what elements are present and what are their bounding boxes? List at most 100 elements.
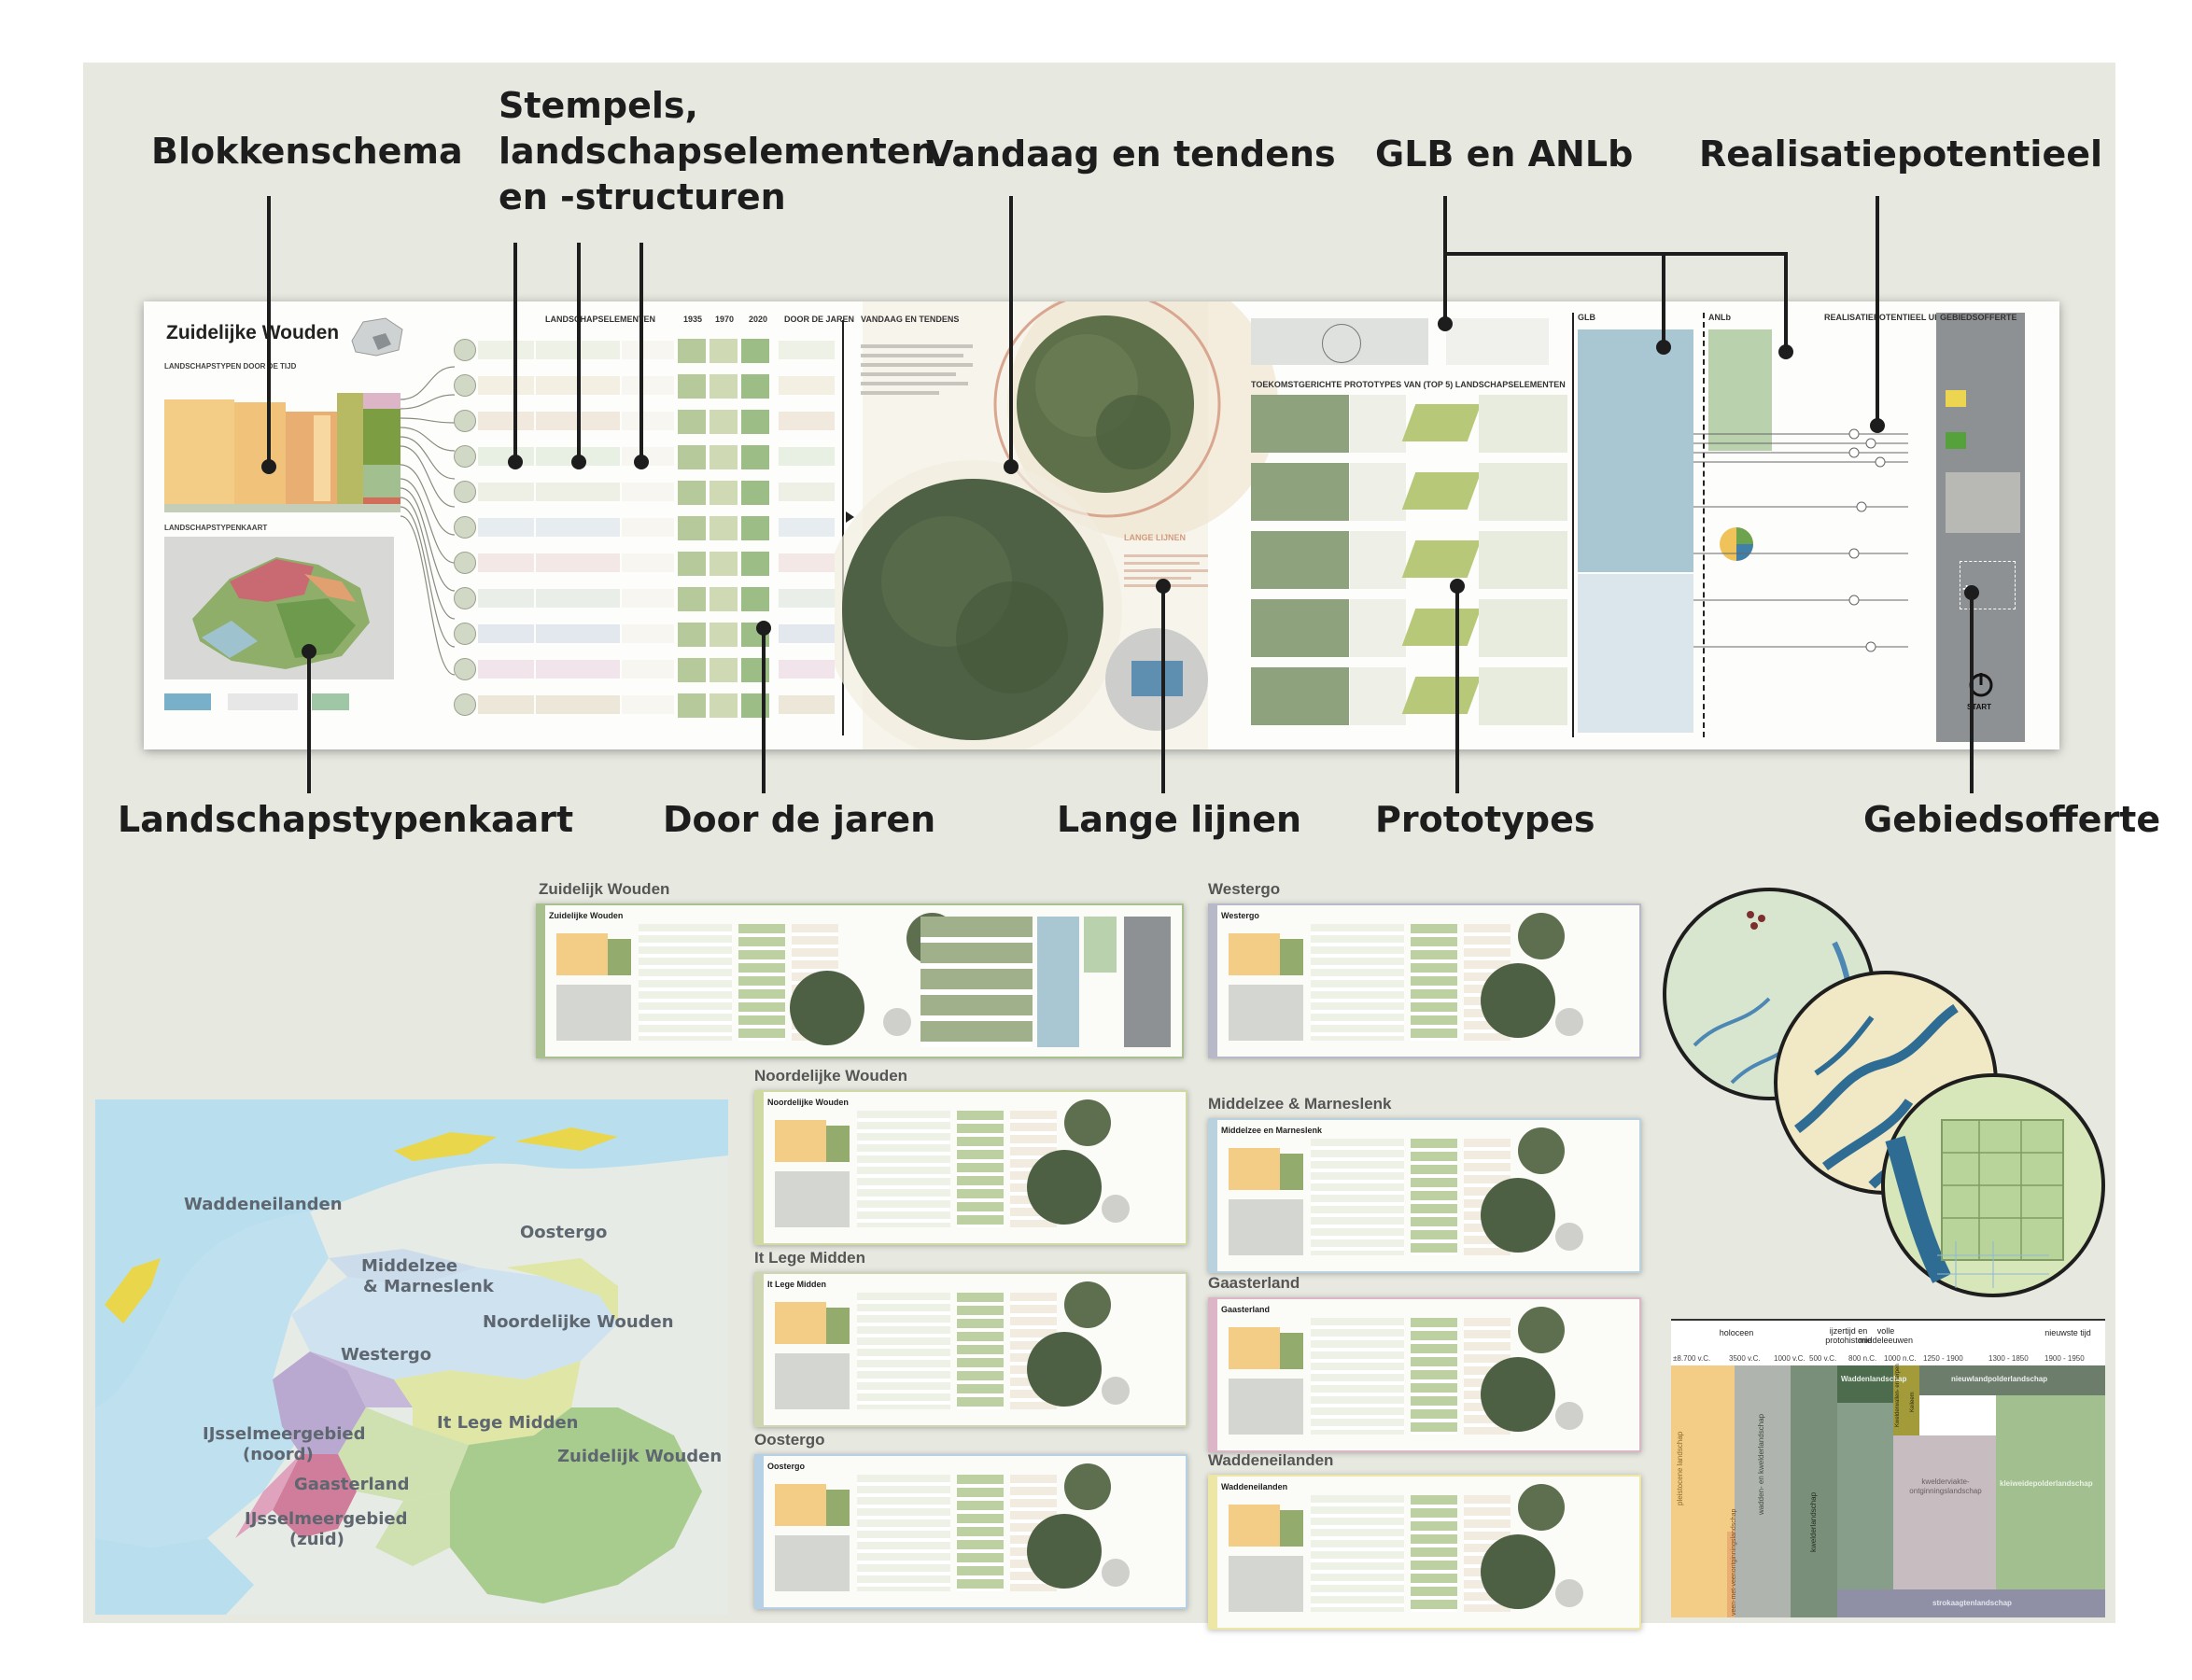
mini-poster[interactable]: It Lege Midden [754,1272,1187,1427]
mini-poster-title: Waddeneilanden [1221,1482,1288,1491]
period-middeleeuwen: volle middeleeuwen [1858,1326,1914,1345]
block-ontginning [363,409,400,465]
map-label-ijsselmeer-zuid-2: (zuid) [289,1530,344,1549]
poster-title: Zuidelijke Wouden [166,322,340,343]
date-2: 1000 v.C. [1774,1354,1806,1363]
map-label-ijsselmeer-zuid-1: IJsselmeergebied [245,1509,408,1529]
mini-poster[interactable]: Gaasterland [1208,1297,1641,1452]
province-locator-icon [351,317,403,357]
map-shapes [95,1099,728,1615]
year-1970: 1970 [715,315,735,324]
date-8: 1900 - 1950 [2044,1354,2085,1363]
arrow-right-icon [846,511,854,523]
offerte-swatch-green [1946,432,1966,449]
callout-landschapstypenkaart: Landschapstypenkaart [118,799,574,840]
layer-nieuwland [1919,1365,2105,1395]
mini-poster[interactable]: Westergo [1208,903,1641,1058]
section-vandaag: VANDAAG EN TENDENS [861,315,960,324]
label-waddenlandschap: Waddenlandschap [1841,1375,1907,1383]
layer-pleistoceen [1671,1365,1735,1617]
section-lange-lijnen: LANGE LIJNEN [1124,533,1187,542]
mini-poster[interactable]: Middelzee en Marneslenk [1208,1118,1641,1273]
section-prototypes: TOEKOMSTGERICHTE PROTOTYPES VAN (TOP 5) … [1251,380,1566,389]
callout-lange-lijnen: Lange lijnen [1057,799,1302,840]
anlb-divider [1703,313,1707,737]
mini-poster-title: Gaasterland [1221,1305,1271,1314]
layer-strokaagten [1837,1589,2105,1617]
divider [842,320,844,735]
glb-cycle-icon [1322,324,1361,363]
callout-door-de-jaren: Door de jaren [663,799,936,840]
start-label[interactable]: START [1967,703,1992,711]
layer-kwelderwallen [1837,1403,1893,1589]
period-holoceen: holoceen [1719,1328,1754,1337]
callout-stempels-line1: Stempels, [499,85,698,126]
mini-poster-label: Middelzee & Marneslenk [1208,1095,1392,1113]
date-4: 800 n.C. [1848,1354,1877,1363]
label-kwelderviakte: kwelderviakte-ontginningslandschap [1909,1477,1982,1495]
callout-glb: GLB en ANLb [1375,133,1634,175]
section-glb: GLB [1578,313,1595,322]
map-label-ijsselmeer-noord-2: (noord) [243,1445,314,1464]
glb-opbouw [1446,318,1549,365]
label-kleiweide: kleiweidepolderlandschap [2000,1479,2093,1488]
date-5: 1000 n.C. [1884,1354,1917,1363]
callout-stempels-line3: en -structuren [499,176,786,217]
label-keileem: Keileem [1910,1392,1916,1412]
friesland-map: Waddeneilanden Oostergo Middelzee & Marn… [95,1099,728,1615]
glb-divider [1572,313,1574,737]
map-label-gaasterland: Gaasterland [294,1475,410,1494]
label-wadden-kwelder: wadden- en kwelderlandschap [1757,1413,1765,1515]
label-strokaagten: strokaagtenlandschap [1932,1599,2012,1607]
glb-basispremie [1578,329,1693,572]
map-label-ijsselmeer-noord-1: IJsselmeergebied [203,1424,366,1444]
mini-poster-title: Oostergo [767,1462,806,1471]
aerial-circles [835,301,1278,749]
mini-poster-label: Waddeneilanden [1208,1451,1334,1469]
mini-poster[interactable]: Waddeneilanden [1208,1475,1641,1630]
period-ijzertijd: ijzertijd en protohistorie [1825,1326,1872,1345]
map-label-it-lege-midden: It Lege Midden [437,1413,579,1433]
label-nieuwland: nieuwlandpolderlandschap [1951,1375,2048,1383]
layer-wadden-kwelder [1735,1365,1791,1617]
mini-poster[interactable]: Oostergo [754,1454,1187,1609]
block-pleistoceen-2 [234,402,286,504]
mini-poster-label: Oostergo [754,1431,825,1449]
layer-kwelder [1791,1365,1837,1617]
section-door-de-jaren: DOOR DE JAREN [784,315,855,324]
mini-poster-title: It Lege Midden [767,1280,826,1289]
date-3: 500 v.C. [1809,1354,1837,1363]
mini-poster-title: Zuidelijke Wouden [549,911,624,920]
vandaag-text-lines [861,339,973,488]
mini-poster[interactable]: Zuidelijke Wouden [536,903,1184,1058]
mini-poster-label: Westergo [1208,880,1281,898]
block-kwelder [337,393,363,504]
map-label-noordelijke-wouden: Noordelijke Wouden [483,1312,674,1332]
block-veen-strip [314,415,330,501]
offerte-calculator [1960,561,2016,609]
logo-3 [312,693,349,710]
realisatie-lines [1693,428,1908,652]
connector-lines [400,366,456,676]
mini-poster-label: Zuidelijk Wouden [539,880,670,898]
logo-2 [228,693,298,710]
label-veen: veen-met-veenontginningslandschap [1731,1508,1737,1616]
callout-gebiedsofferte: Gebiedsofferte [1863,799,2161,840]
timeline-axis [1671,1319,2105,1321]
callout-realisatie: Realisatiepotentieel [1699,133,2103,175]
period-nieuwste-tijd: nieuwste tijd [2044,1328,2091,1337]
map-label-oostergo: Oostergo [520,1223,608,1242]
label-pleistoceen: pleistocene landschap [1676,1431,1684,1505]
section-landschapstypen-tijd: LANDSCHAPSTYPEN DOOR DE TIJD [164,362,297,371]
callout-vandaag: Vandaag en tendens [926,133,1336,175]
callout-blokkenschema: Blokkenschema [151,131,463,172]
section-landschapselementen: LANDSCHAPSELEMENTEN [545,315,656,324]
layer-keileem [1893,1365,1919,1435]
mini-poster-label: It Lege Midden [754,1249,865,1267]
map-label-waddeneilanden: Waddeneilanden [184,1195,343,1214]
mini-poster[interactable]: Noordelijke Wouden [754,1090,1187,1245]
section-landschapstypenkaart: LANDSCHAPSTYPENKAART [164,524,268,532]
date-1: 3500 v.C. [1729,1354,1761,1363]
timeline-chart: holoceen ijzertijd en protohistorie voll… [1671,1319,2105,1617]
